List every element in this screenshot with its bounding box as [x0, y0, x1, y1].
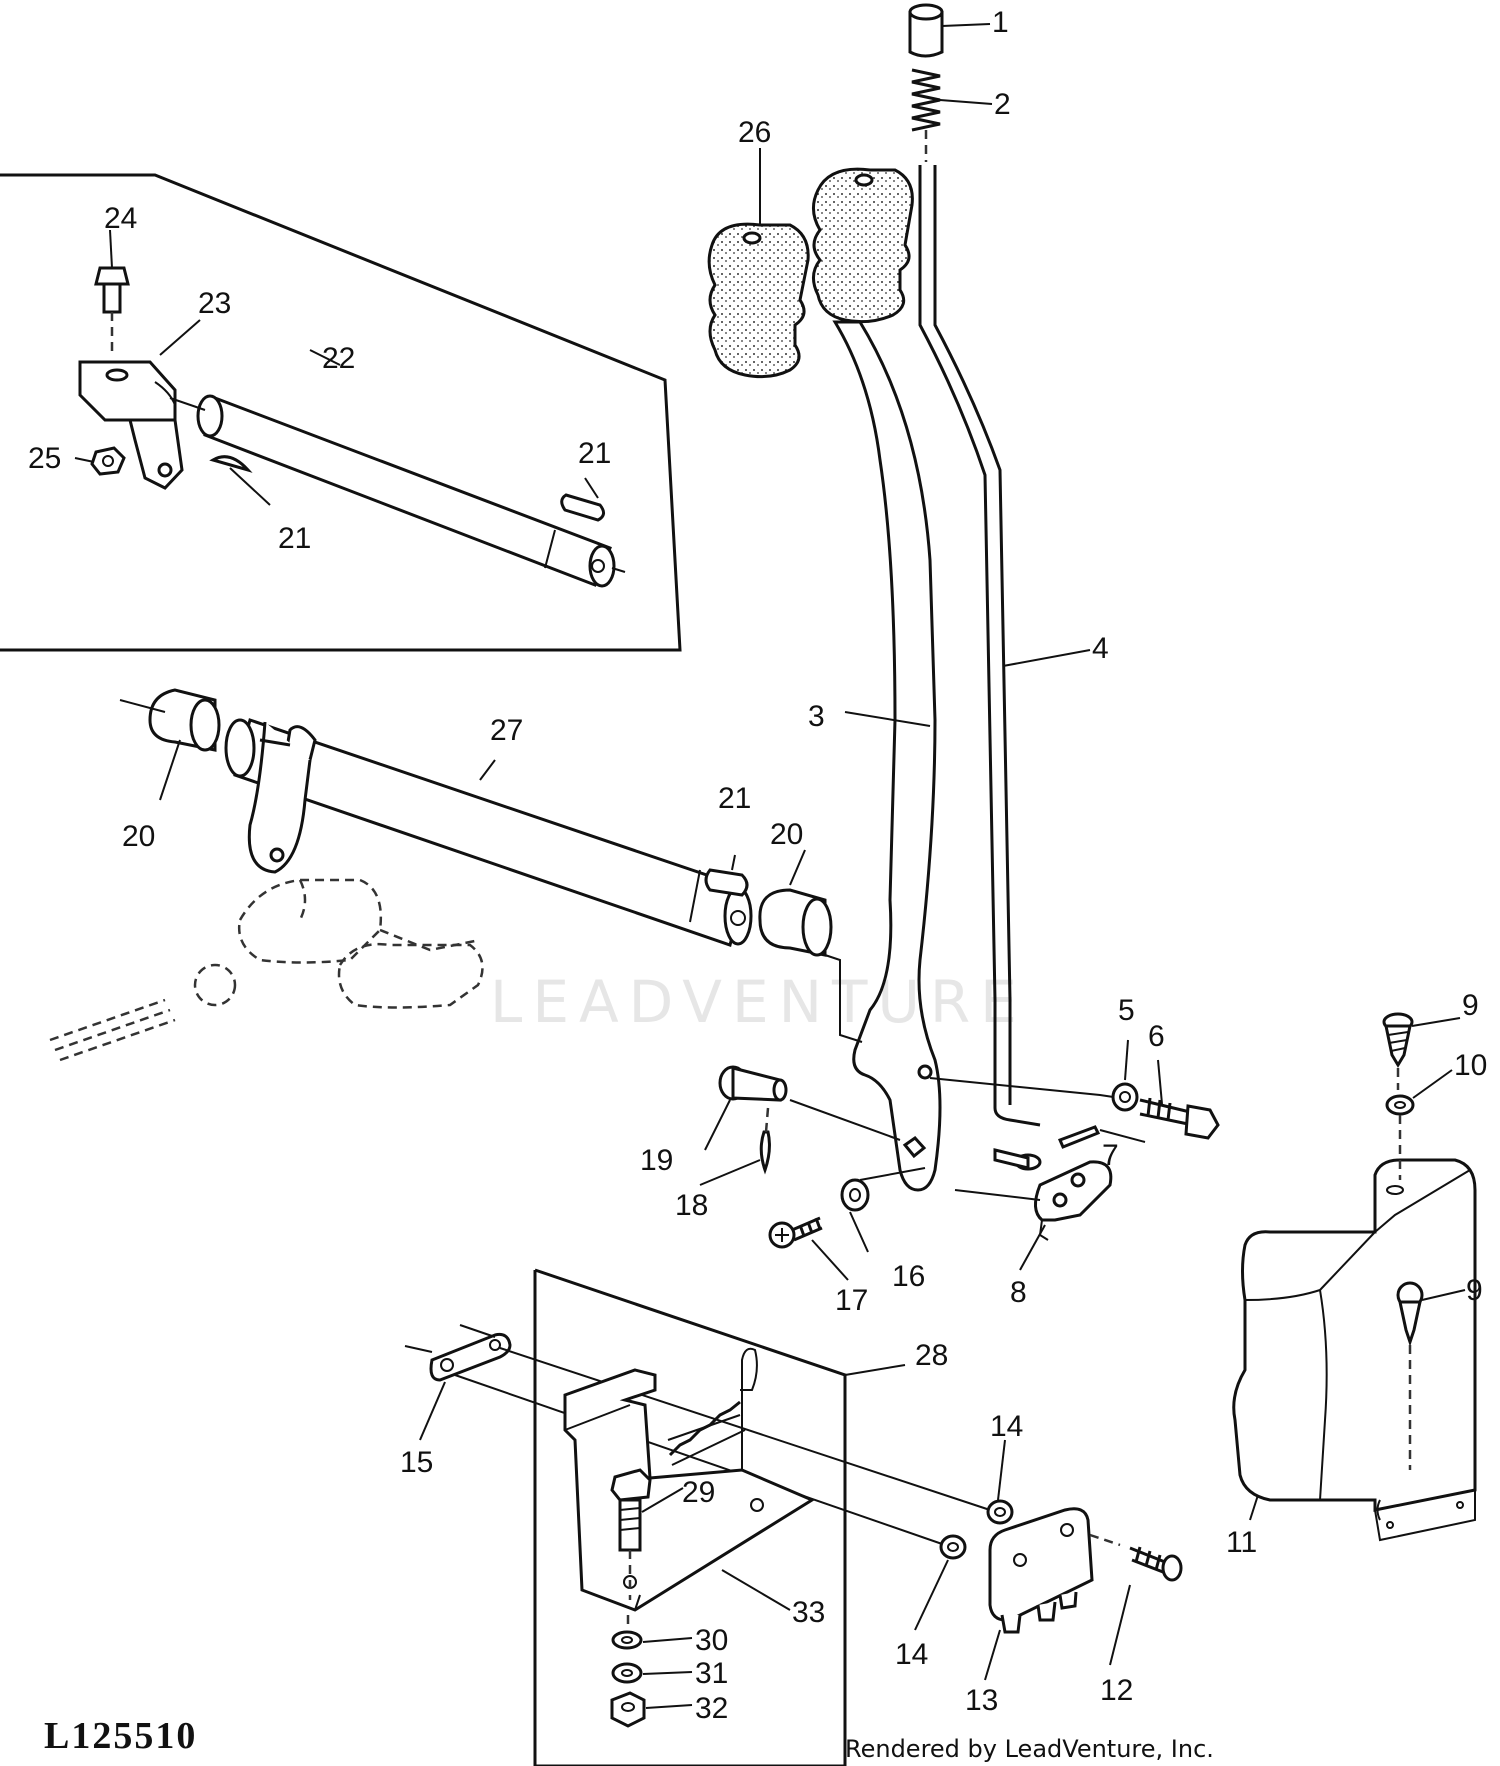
callout-16: 16 [892, 1260, 925, 1293]
credit-text: Rendered by LeadVenture, Inc. [845, 1735, 1214, 1763]
nut-25-part [90, 446, 126, 476]
screw-9-side-part [1396, 1281, 1424, 1470]
bolt-6-part [1139, 1097, 1220, 1140]
callout-33: 33 [792, 1596, 825, 1629]
bottom-inset-panel [533, 1268, 847, 1766]
clamp-bracket-23-part [78, 360, 184, 490]
knob-1-part [908, 3, 944, 58]
pin-19-part [718, 1065, 788, 1102]
bolt-24-part [94, 266, 130, 355]
callout-25: 25 [28, 442, 61, 475]
callout-7: 7 [1102, 1139, 1119, 1172]
screw-12-part [1089, 1533, 1183, 1582]
lockwasher-31-part [611, 1662, 643, 1684]
screw-17-part [768, 1216, 823, 1249]
callout-labels: 1 2 3 4 5 6 7 8 9 9 10 11 12 13 14 14 15… [28, 6, 1487, 1725]
nut-32-part [610, 1691, 646, 1728]
link-15-part [404, 1324, 512, 1382]
callout-19: 19 [640, 1144, 673, 1177]
grip-26-part [707, 222, 810, 379]
washer-10-part [1385, 1094, 1415, 1180]
callout-9-side: 9 [1466, 1274, 1483, 1307]
callout-17: 17 [835, 1284, 868, 1317]
callout-23: 23 [198, 287, 231, 320]
leader-lines [74, 23, 1466, 1709]
callout-26: 26 [738, 116, 771, 149]
callout-13: 13 [965, 1684, 998, 1717]
grip-3-part [812, 167, 914, 324]
rod-4-part [918, 165, 1042, 1171]
washer-14-upper-part [986, 1499, 1014, 1525]
callout-18: 18 [675, 1189, 708, 1222]
callout-14-lower: 14 [895, 1638, 928, 1671]
shaft-22-part [169, 394, 626, 588]
callout-21-inset-right: 21 [578, 437, 611, 470]
washer-5-part [1111, 1082, 1139, 1112]
callout-22: 22 [322, 342, 355, 375]
lever-3-part [832, 320, 942, 1192]
pin-7-part [1058, 1125, 1101, 1149]
callout-31: 31 [695, 1657, 728, 1690]
washer-14-lower-part [939, 1534, 967, 1560]
callout-3: 3 [808, 700, 825, 733]
callout-27: 27 [490, 714, 523, 747]
key-21-inset-right-part [560, 493, 605, 522]
key-21-main-part [704, 868, 749, 897]
shaft-27-part [224, 718, 753, 947]
inset-panel [0, 173, 682, 652]
callout-10: 10 [1454, 1049, 1487, 1082]
cotter-pin-18-part [759, 1107, 771, 1175]
callout-21-inset-left: 21 [278, 522, 311, 555]
callout-8: 8 [1010, 1276, 1027, 1309]
callout-12: 12 [1100, 1674, 1133, 1707]
callout-30: 30 [695, 1624, 728, 1657]
spring-bracket-part [667, 1400, 746, 1466]
spring-2-part [911, 68, 941, 162]
callout-20-left: 20 [122, 820, 155, 853]
cover-11-part [1232, 1158, 1477, 1542]
link-8-part [1034, 1160, 1113, 1241]
callout-11: 11 [1226, 1526, 1257, 1559]
callout-24: 24 [104, 202, 137, 235]
phantom-parts [49, 878, 484, 1062]
drawing-id: L125510 [44, 1715, 197, 1757]
bushing-20-left-part [148, 688, 221, 752]
washer-16-part [840, 1178, 870, 1212]
callout-28: 28 [915, 1339, 948, 1372]
callout-14-upper: 14 [990, 1410, 1023, 1443]
callout-5: 5 [1118, 994, 1135, 1027]
callout-9-top: 9 [1462, 989, 1479, 1022]
watermark-text: LEADVENTURE [490, 968, 1027, 1036]
callout-15: 15 [400, 1446, 433, 1479]
bolt-29-part [610, 1468, 652, 1600]
screw-9-top-part [1382, 1012, 1414, 1090]
callout-6: 6 [1148, 1020, 1165, 1053]
key-21-inset-left-part [209, 455, 253, 473]
callout-32: 32 [695, 1692, 728, 1725]
callout-20-right: 20 [770, 818, 803, 851]
callout-1: 1 [992, 6, 1009, 39]
callout-4: 4 [1092, 632, 1109, 665]
switch-13-part [988, 1507, 1094, 1634]
callout-29: 29 [682, 1476, 715, 1509]
bushing-20-right-part [758, 888, 833, 957]
callout-21-main: 21 [718, 782, 751, 815]
washer-30-part [611, 1630, 643, 1650]
callout-2: 2 [994, 88, 1011, 121]
